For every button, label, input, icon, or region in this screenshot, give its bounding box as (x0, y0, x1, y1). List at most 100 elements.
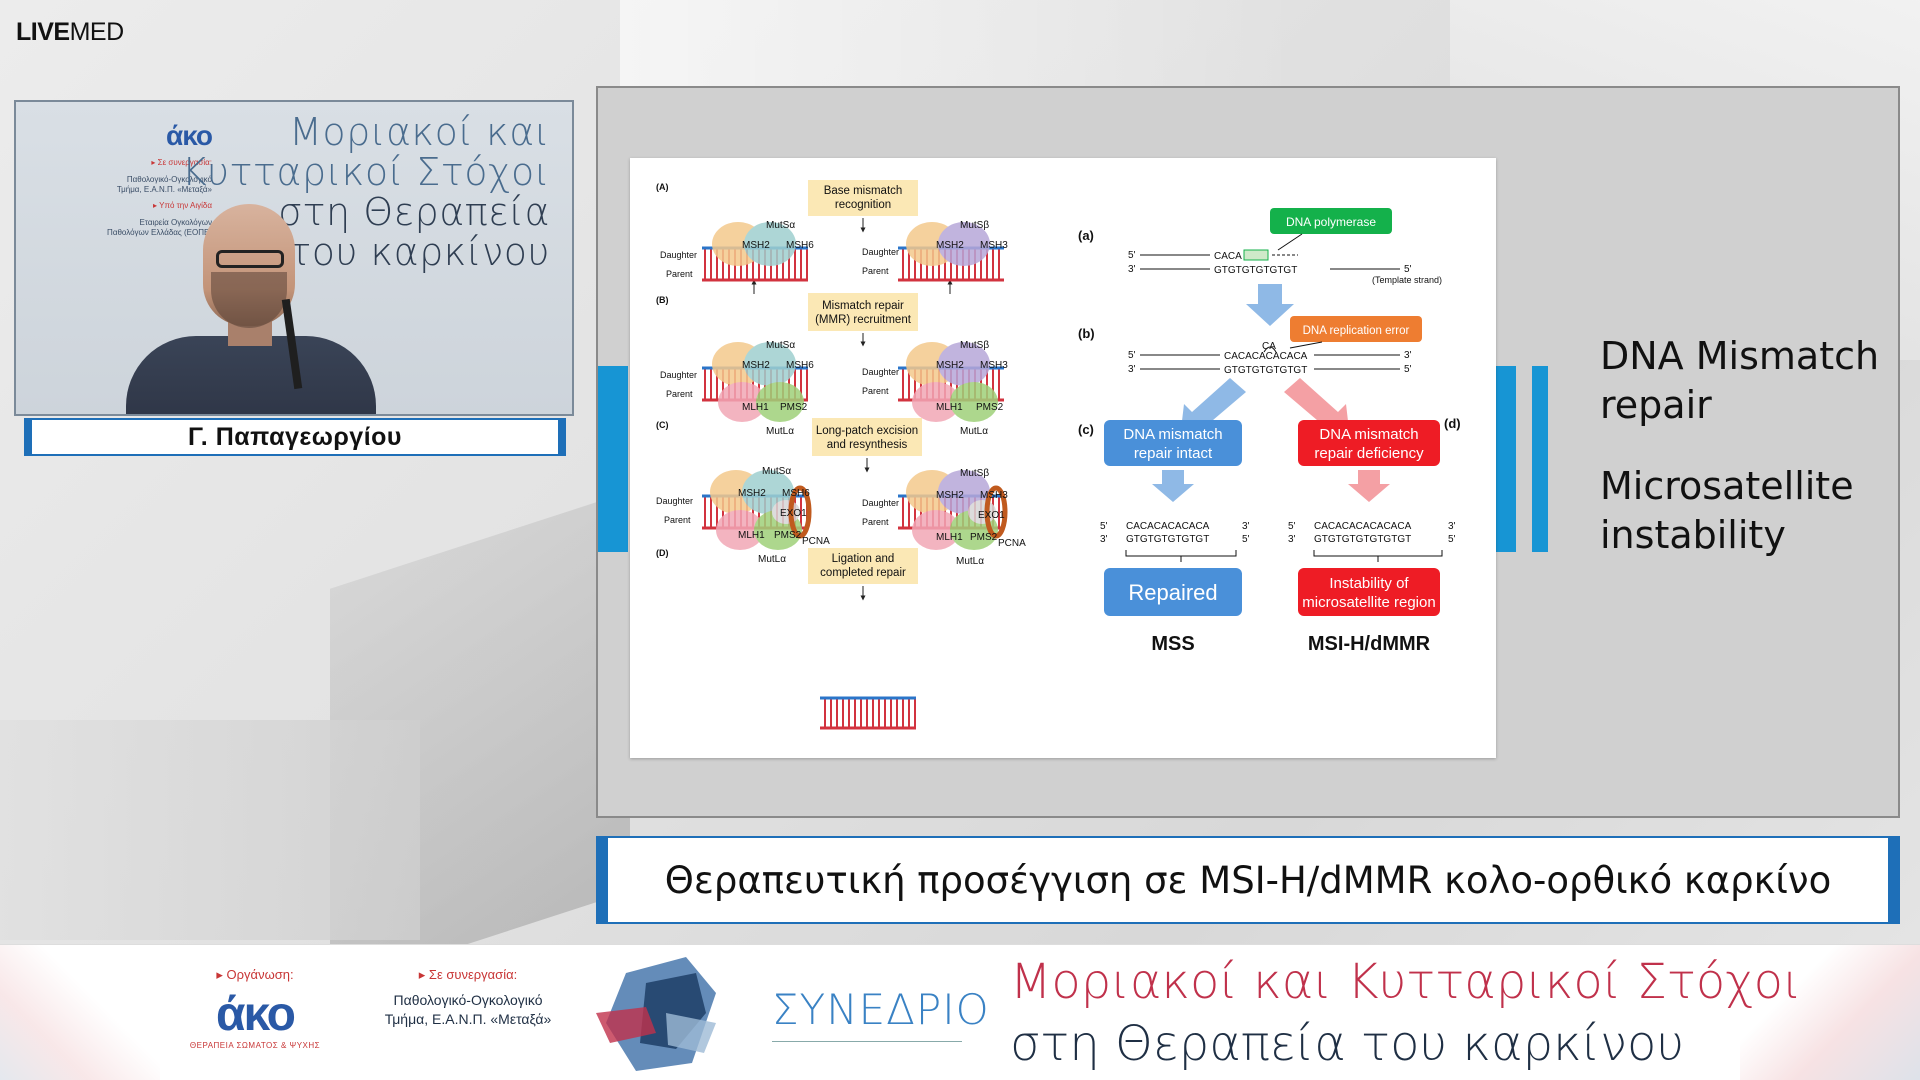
svg-text:Base mismatch: Base mismatch (824, 185, 903, 197)
svg-text:CACACACACACA: CACACACACACA (1224, 351, 1308, 362)
svg-text:MLH1: MLH1 (742, 402, 769, 413)
svg-text:GTGTGTGTGTGT: GTGTGTGTGTGT (1126, 534, 1209, 545)
svg-text:MLH1: MLH1 (936, 402, 963, 413)
svg-text:3': 3' (1242, 521, 1250, 532)
svg-text:DNA replication error: DNA replication error (1303, 325, 1410, 337)
svg-text:3': 3' (1288, 534, 1296, 545)
svg-text:MSH2: MSH2 (742, 240, 770, 251)
slide-accent-bar (1494, 366, 1516, 552)
svg-text:3': 3' (1128, 364, 1136, 375)
speaker-video: άκο ▸ Σε συνεργασία: Παθολογικό-Ογκολογι… (14, 100, 574, 416)
panel-label: (C) (656, 420, 669, 430)
svg-text:MutLα: MutLα (766, 426, 794, 437)
svg-text:MSI-H/dMMR: MSI-H/dMMR (1308, 633, 1431, 655)
svg-text:MutSα: MutSα (762, 466, 791, 477)
svg-text:MSH6: MSH6 (786, 360, 814, 371)
svg-text:3': 3' (1448, 521, 1456, 532)
svg-text:5': 5' (1128, 350, 1136, 361)
svg-text:PMS2: PMS2 (976, 402, 1004, 413)
svg-text:Daughter: Daughter (660, 250, 697, 260)
backdrop-org-logo: άκο ▸ Σε συνεργασία: Παθολογικό-Ογκολογι… (107, 120, 213, 237)
svg-text:completed repair: completed repair (820, 567, 906, 579)
svg-text:PMS2: PMS2 (774, 530, 802, 541)
svg-text:3': 3' (1404, 350, 1412, 361)
talk-title-bar: Θεραπευτική προσέγγιση σε MSI-H/dMMR κολ… (596, 836, 1900, 924)
svg-text:CA: CA (1262, 341, 1276, 352)
svg-text:Daughter: Daughter (660, 370, 697, 380)
svg-text:DNA polymerase: DNA polymerase (1286, 215, 1376, 229)
svg-text:MSH3: MSH3 (980, 360, 1008, 371)
footer-decoration (1740, 945, 1920, 1080)
svg-text:Parent: Parent (666, 389, 693, 399)
conference-label: ΣΥΝΕΔΡΙΟ (772, 985, 990, 1034)
svg-text:MutSα: MutSα (766, 220, 795, 231)
svg-text:Daughter: Daughter (862, 498, 899, 508)
svg-text:Parent: Parent (666, 269, 693, 279)
panel-label: (B) (656, 295, 669, 305)
svg-text:3': 3' (1128, 264, 1136, 275)
svg-text:5': 5' (1288, 521, 1296, 532)
svg-text:MLH1: MLH1 (738, 530, 765, 541)
organizer-logo: ▸ Οργάνωση: άκο ΘΕΡΑΠΕΙΑ ΣΩΜΑΤΟΣ & ΨΥΧΗΣ (189, 967, 321, 1050)
svg-text:Daughter: Daughter (862, 247, 899, 257)
panel-label: (a) (1078, 228, 1094, 243)
svg-text:MutSα: MutSα (766, 340, 795, 351)
panel-label: (D) (656, 548, 669, 558)
svg-text:MSH2: MSH2 (936, 240, 964, 251)
slide-accent-bar (1532, 366, 1548, 552)
svg-text:CACA: CACA (1214, 251, 1242, 262)
slide-accent-bar (598, 366, 628, 552)
svg-text:CACACACACACA: CACACACACACA (1126, 521, 1210, 532)
svg-text:MSH6: MSH6 (782, 488, 810, 499)
svg-text:recognition: recognition (835, 199, 891, 211)
svg-text:5': 5' (1404, 264, 1412, 275)
panel-label: (b) (1078, 326, 1095, 341)
svg-text:Parent: Parent (862, 517, 889, 527)
svg-text:MutLα: MutLα (758, 554, 786, 565)
svg-text:EXO1: EXO1 (780, 508, 807, 519)
svg-text:MutSβ: MutSβ (960, 220, 989, 231)
svg-text:MutLα: MutLα (960, 426, 988, 437)
divider (772, 1041, 962, 1042)
svg-text:MSH2: MSH2 (936, 360, 964, 371)
svg-text:MutSβ: MutSβ (960, 340, 989, 351)
svg-text:Ligation and: Ligation and (832, 553, 895, 565)
svg-text:PCNA: PCNA (802, 536, 830, 547)
svg-text:MSH6: MSH6 (786, 240, 814, 251)
speaker-nameplate: Γ. Παπαγεωργίου (24, 418, 566, 456)
svg-text:5': 5' (1128, 250, 1136, 261)
svg-text:Daughter: Daughter (656, 496, 693, 506)
svg-text:Parent: Parent (862, 266, 889, 276)
talk-title: Θεραπευτική προσέγγιση σε MSI-H/dMMR κολ… (664, 858, 1832, 902)
speaker-name: Γ. Παπαγεωργίου (188, 422, 402, 451)
svg-text:MSH2: MSH2 (742, 360, 770, 371)
svg-text:repair intact: repair intact (1134, 445, 1213, 462)
svg-text:DNA mismatch: DNA mismatch (1123, 426, 1222, 443)
svg-text:MutLα: MutLα (956, 556, 984, 567)
svg-text:MSH2: MSH2 (738, 488, 766, 499)
svg-text:(Template strand): (Template strand) (1372, 275, 1442, 285)
presentation-slide: (A) (B) (C) (D) Base mismatch recognitio… (596, 86, 1900, 818)
svg-text:MLH1: MLH1 (936, 532, 963, 543)
svg-text:Parent: Parent (664, 515, 691, 525)
svg-text:PMS2: PMS2 (970, 532, 998, 543)
svg-text:Instability of: Instability of (1329, 575, 1409, 592)
svg-text:MSS: MSS (1151, 633, 1194, 655)
event-footer: ▸ Οργάνωση: άκο ΘΕΡΑΠΕΙΑ ΣΩΜΑΤΟΣ & ΨΥΧΗΣ… (0, 944, 1920, 1080)
svg-text:GTGTGTGTGTGT: GTGTGTGTGTGT (1224, 365, 1307, 376)
svg-text:MSH3: MSH3 (980, 490, 1008, 501)
svg-text:Repaired: Repaired (1128, 580, 1217, 605)
svg-text:CACACACACACACA: CACACACACACACA (1314, 521, 1412, 532)
svg-text:MSH2: MSH2 (936, 490, 964, 501)
svg-text:MutSβ: MutSβ (960, 468, 989, 479)
conference-title: Μοριακοί και Κυτταρικοί Στόχοι στη Θεραπ… (1010, 954, 1802, 1072)
panel-label: (d) (1444, 416, 1461, 431)
svg-text:repair deficiency: repair deficiency (1314, 445, 1424, 462)
svg-text:5': 5' (1448, 534, 1456, 545)
svg-text:Long-patch excision: Long-patch excision (816, 425, 918, 437)
speaker-figure (108, 194, 398, 414)
svg-text:Mismatch repair: Mismatch repair (822, 300, 904, 312)
livemed-logo: LIVEMED (16, 18, 124, 46)
